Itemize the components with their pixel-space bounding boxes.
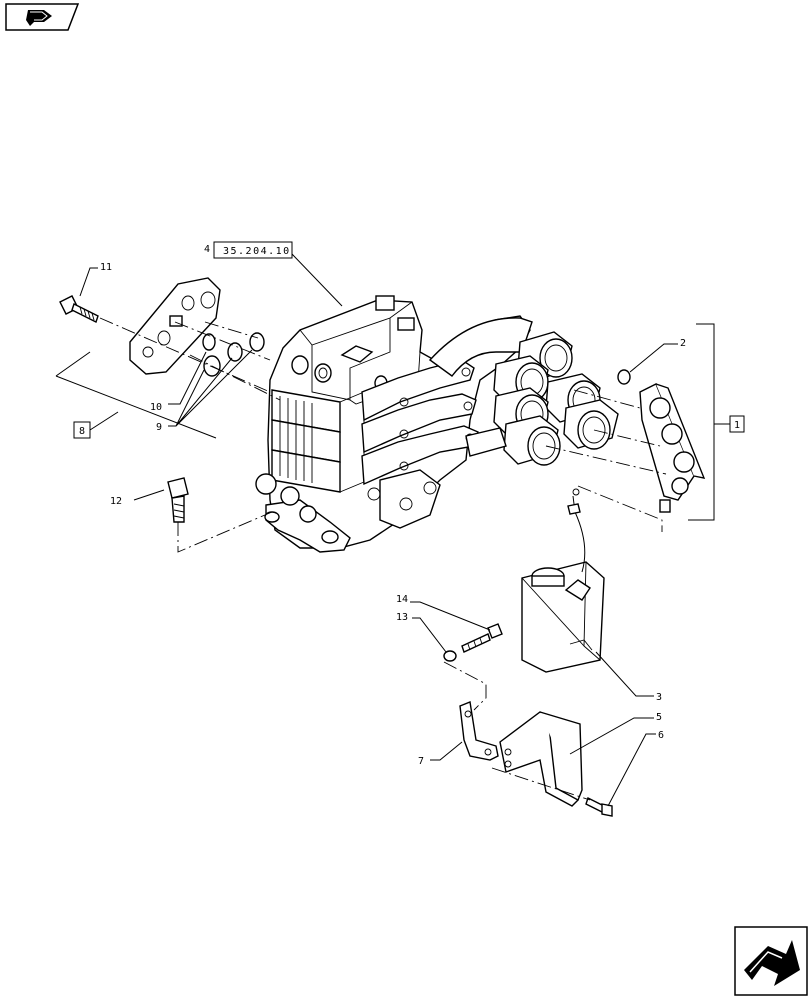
coupler xyxy=(503,415,561,466)
bolt xyxy=(585,797,613,817)
lever-brackets xyxy=(361,359,479,486)
previous-page-button[interactable] xyxy=(4,2,80,32)
callout-14: 14 xyxy=(396,594,408,605)
dust-cap-strip xyxy=(639,383,706,513)
callout-3: 3 xyxy=(656,692,662,703)
quick-couplers xyxy=(428,317,619,466)
mounting-bracket xyxy=(459,701,499,761)
callout-10: 10 xyxy=(150,402,162,413)
callout-4: 4 xyxy=(204,244,210,255)
o-ring xyxy=(617,369,631,385)
callout-9: 9 xyxy=(156,422,162,433)
leader-lines xyxy=(55,253,730,807)
callout-13: 13 xyxy=(396,612,408,623)
center-lines xyxy=(99,317,667,801)
hex-bolt xyxy=(167,477,189,523)
callout-6: 6 xyxy=(658,730,664,741)
cap-screw xyxy=(59,295,99,323)
next-page-button[interactable] xyxy=(734,926,808,996)
callout-12: 12 xyxy=(110,496,122,507)
page-back-arrow-icon xyxy=(5,3,80,31)
reference-code[interactable]: 35.204.10 xyxy=(223,246,291,257)
valve-section-stack xyxy=(271,389,365,493)
callout-7: 7 xyxy=(418,756,424,767)
support-bracket xyxy=(499,711,583,807)
callouts: 11 4 35.204.10 2 1 10 9 8 12 14 13 3 5 6… xyxy=(73,241,745,767)
o-rings-set xyxy=(202,332,265,377)
screw xyxy=(461,623,503,653)
washer xyxy=(443,650,457,662)
callout-8[interactable]: 8 xyxy=(79,426,85,437)
flange-plate xyxy=(129,277,221,375)
callout-2: 2 xyxy=(680,338,686,349)
callout-11: 11 xyxy=(100,262,112,273)
callout-1[interactable]: 1 xyxy=(734,420,740,431)
callout-5: 5 xyxy=(656,712,662,723)
reference-box-frame xyxy=(213,241,293,259)
callout-8-frame xyxy=(73,421,91,439)
page-forward-arrow-icon xyxy=(734,926,808,996)
coupler xyxy=(563,399,619,450)
fluid-reservoir xyxy=(521,488,605,673)
callout-1-frame xyxy=(729,415,745,433)
